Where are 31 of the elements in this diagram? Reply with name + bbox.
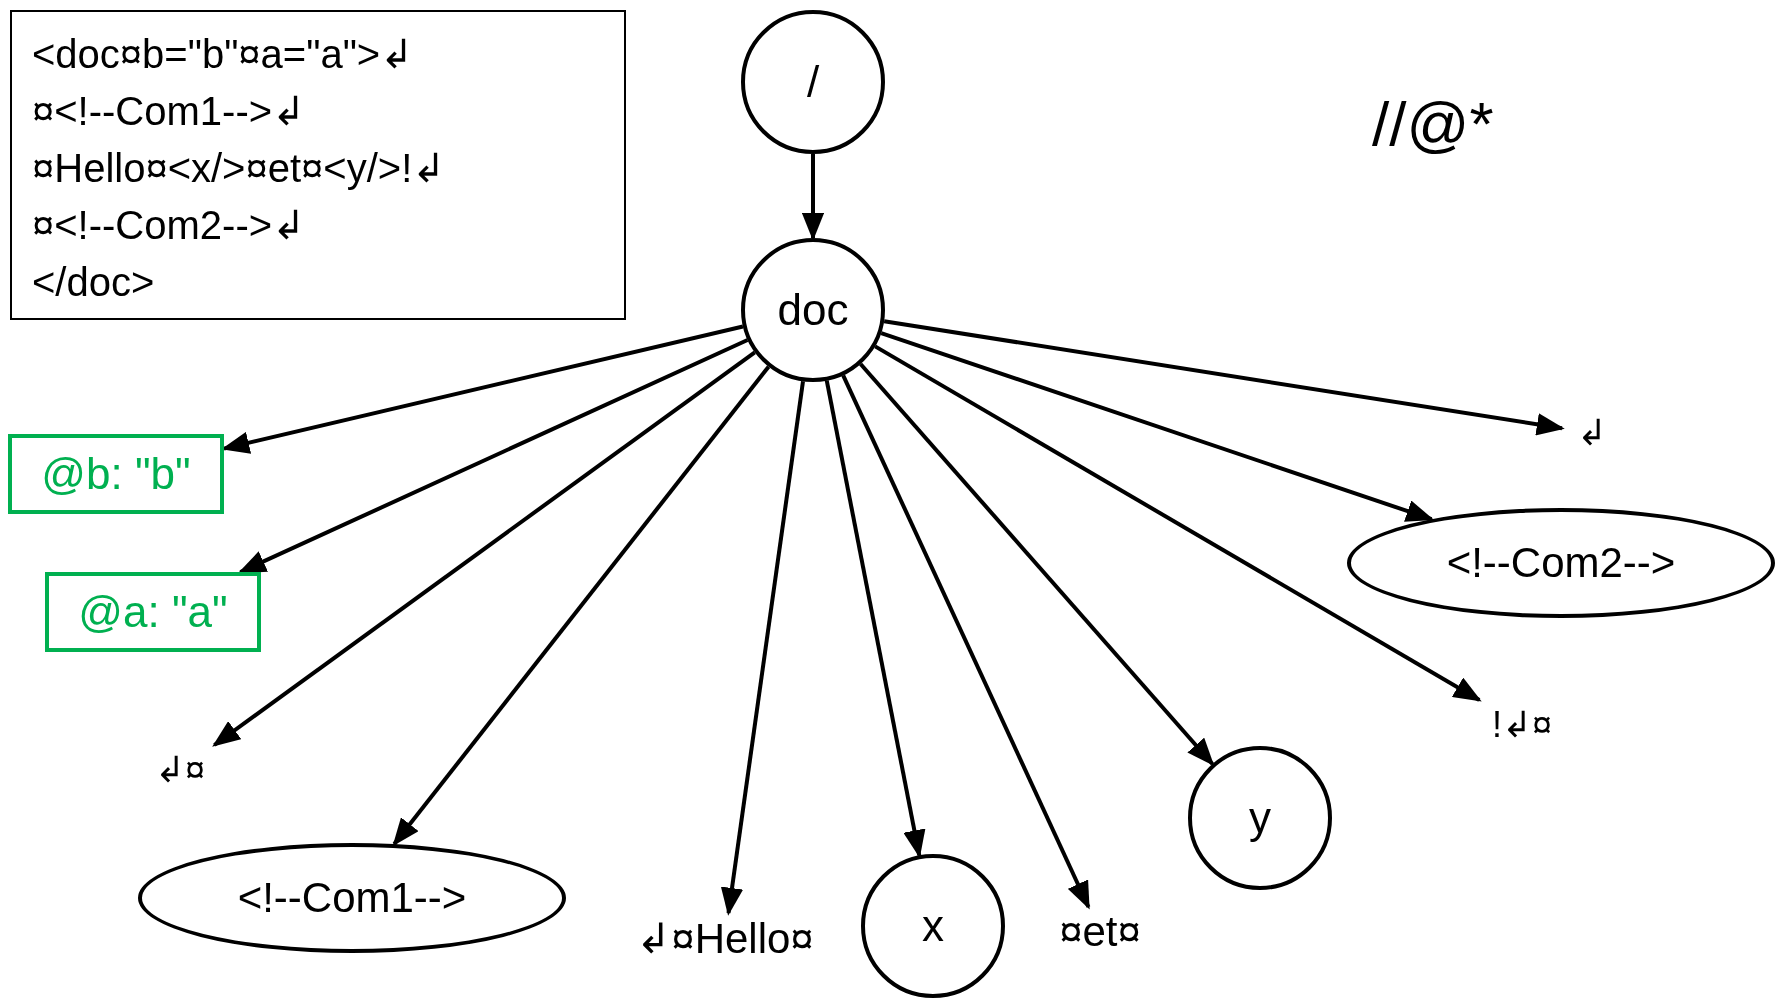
code-box [10, 10, 626, 320]
attribute-box: @a: "a" [45, 572, 261, 652]
arrow [212, 350, 756, 747]
code-line: </doc> [32, 259, 156, 306]
text-node-label: ↲ [1562, 408, 1622, 458]
tree-node-circle: y [1188, 746, 1332, 890]
code-line: <doc¤b="b"¤a="a">↲ [32, 31, 416, 78]
text-node-label: !↲¤ [1462, 700, 1582, 750]
arrow [237, 338, 749, 574]
arrow [221, 324, 744, 454]
arrow [801, 154, 825, 241]
text-node-label: ↲¤ [140, 745, 220, 795]
code-line: ¤<!--Com1-->↲ [32, 88, 308, 135]
attribute-box: @b: "b" [8, 434, 224, 514]
comment-node-ellipse: <!--Com1--> [138, 843, 566, 953]
tree-node-circle: doc [741, 238, 885, 382]
comment-node-ellipse: <!--Com2--> [1347, 508, 1775, 618]
arrow [720, 381, 805, 916]
arrow [874, 344, 1482, 702]
arrow [841, 374, 1091, 910]
arrow [883, 319, 1565, 436]
text-node-label: ↲¤Hello¤ [625, 913, 825, 963]
arrow [880, 331, 1435, 522]
arrow [392, 365, 771, 847]
tree-node-circle: / [741, 10, 885, 154]
code-line: ¤<!--Com2-->↲ [32, 202, 308, 249]
xpath-expression: //@* [1372, 88, 1494, 159]
tree-node-circle: x [861, 854, 1005, 998]
text-node-label: ¤et¤ [1045, 907, 1155, 957]
arrow [859, 362, 1215, 767]
code-line: ¤Hello¤<x/>¤et¤<y/>!↲ [32, 145, 448, 192]
